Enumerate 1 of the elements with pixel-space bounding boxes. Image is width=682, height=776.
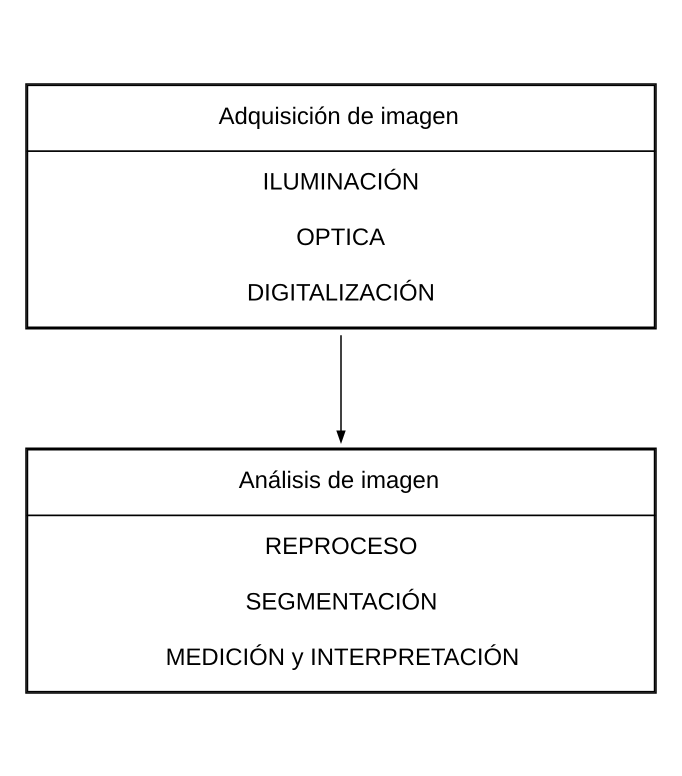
arrow [336,334,346,444]
